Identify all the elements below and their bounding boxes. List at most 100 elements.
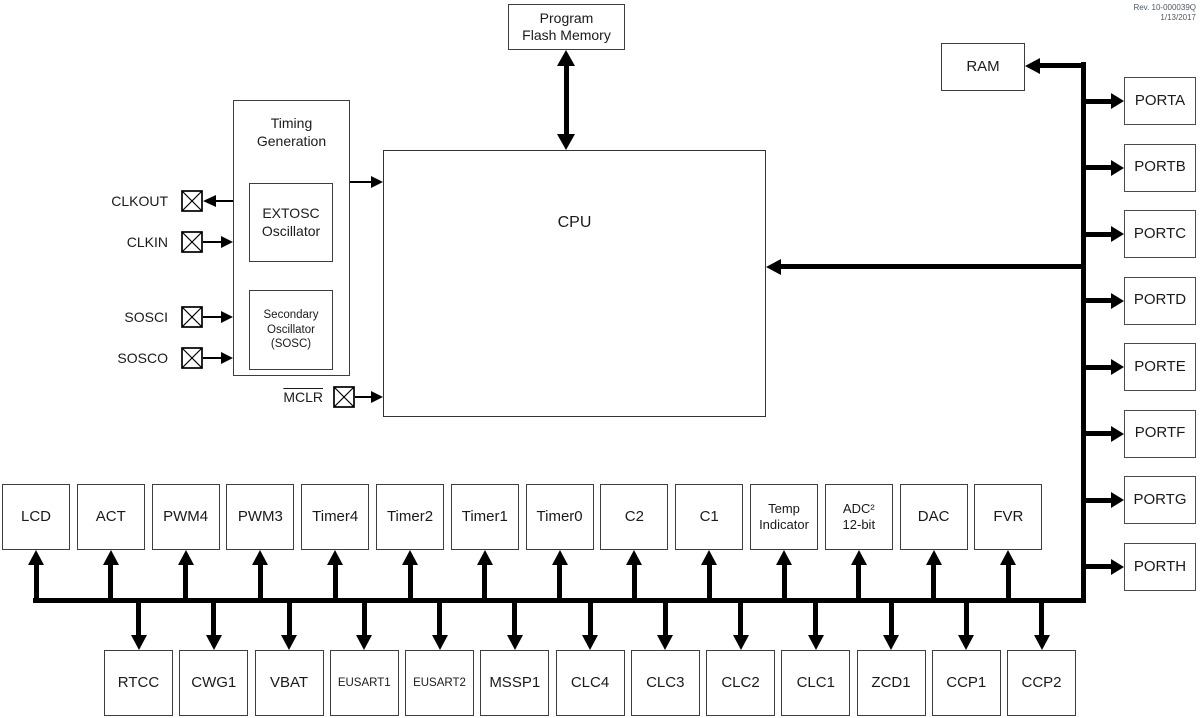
bus-arrowhead-up-lcd-icon: [28, 550, 44, 565]
clkout-pin-label: CLKOUT: [111, 193, 168, 209]
peripheral-box-c2: C2: [600, 484, 669, 550]
peripheral-box-act: ACT: [76, 484, 145, 550]
port-arrowhead-portc-icon: [1111, 226, 1124, 243]
port-arrow-stem-porth: [1086, 564, 1111, 570]
mclr-pin-label: MCLR: [283, 389, 323, 405]
bus-arrow-up-stem-lcd: [33, 564, 39, 598]
bus-arrowhead-down-clc4-icon: [582, 635, 598, 650]
bus-arrow-down-stem-vbat: [286, 603, 292, 636]
clkin-pin-icon: [181, 231, 203, 253]
sosco-arrowhead-icon: [221, 352, 233, 364]
bus-arrowhead-up-c2-icon: [626, 550, 643, 565]
flash-cpu-arrowhead-down-icon: [557, 134, 575, 150]
sosco-pin-icon: [181, 347, 203, 369]
cpu-label: CPU: [557, 214, 592, 231]
bus-arrow-up-stem-timer0: [557, 564, 563, 598]
mclr-arrowhead-icon: [371, 391, 383, 403]
port-arrowhead-portg-icon: [1111, 492, 1124, 509]
bus-arrow-down-stem-zcd1: [888, 603, 894, 636]
peripheral-box-timer4: Timer4: [301, 484, 370, 550]
peripheral-box-ccp2: CCP2: [1007, 650, 1076, 716]
port-arrowhead-portf-icon: [1111, 425, 1124, 442]
bus-arrowhead-up-timer0-icon: [551, 550, 568, 565]
bus-arrowhead-down-zcd1-icon: [883, 635, 899, 650]
bus-arrowhead-up-c1-icon: [701, 550, 718, 565]
bus-arrow-down-stem-mssp1: [512, 603, 518, 636]
flash-cpu-arrowhead-up-icon: [557, 50, 575, 66]
bus-arrow-up-stem-adc-12-bit: [856, 564, 862, 598]
secondary-oscillator-label: Secondary Oscillator (SOSC): [263, 309, 319, 351]
mclr-arrow-stem: [355, 396, 371, 398]
port-arrowhead-portd-icon: [1111, 292, 1124, 309]
bus-arrowhead-down-eusart2-icon: [431, 635, 448, 650]
bus-arrow-down-stem-ccp2: [1039, 603, 1044, 636]
bus-arrowhead-up-adc-12-bit-icon: [850, 550, 867, 565]
bus-arrow-up-stem-act: [108, 564, 114, 598]
bus-arrow-down-stem-clc3: [662, 603, 668, 636]
bus-arrow-down-stem-eusart2: [437, 603, 442, 636]
sosci-arrow-stem: [203, 316, 222, 318]
peripheral-box-lcd: LCD: [2, 484, 70, 550]
port-arrowhead-portb-icon: [1111, 159, 1124, 176]
port-arrow-stem-portd: [1086, 298, 1111, 304]
peripheral-box-timer0: Timer0: [525, 484, 594, 550]
mclr-pin-icon: [333, 386, 355, 408]
peripheral-box-eusart1: EUSART1: [329, 650, 399, 716]
extosc-oscillator-label: EXTOSC Oscillator: [261, 205, 321, 239]
peripheral-box-clc1: CLC1: [781, 650, 851, 716]
port-bus-vertical: [1081, 62, 1086, 603]
port-box-porta: PORTA: [1124, 77, 1196, 125]
bus-arrow-down-stem-cwg1: [211, 603, 217, 636]
sosci-pin-icon: [181, 306, 203, 328]
bus-arrowhead-up-fvr-icon: [1000, 550, 1017, 565]
peripheral-bus-horizontal: [33, 598, 1086, 603]
clkout-pin-icon: [181, 190, 203, 212]
bus-arrowhead-down-cwg1-icon: [205, 635, 222, 650]
revision-date: 1/13/2017: [1160, 12, 1196, 22]
port-arrow-stem-porte: [1086, 364, 1111, 370]
clkin-arrowhead-icon: [221, 236, 233, 248]
peripheral-box-c1: C1: [675, 484, 744, 550]
port-box-porte: PORTE: [1124, 343, 1196, 392]
bus-arrowhead-down-ccp2-icon: [1033, 635, 1050, 650]
port-arrowhead-porth-icon: [1111, 558, 1124, 575]
peripheral-box-rtcc: RTCC: [104, 650, 173, 716]
program-flash-memory-label: Program Flash Memory: [522, 9, 611, 44]
bus-arrow-up-stem-timer2: [407, 564, 413, 598]
cpu-box: CPU: [383, 150, 766, 417]
bus-arrow-up-stem-dac: [931, 564, 937, 598]
bus-arrow-down-stem-ccp1: [963, 603, 969, 636]
bus-arrowhead-up-timer2-icon: [402, 550, 418, 565]
peripheral-box-dac: DAC: [899, 484, 968, 550]
bus-arrowhead-down-clc3-icon: [657, 635, 674, 650]
ram-box: RAM: [941, 43, 1025, 91]
bus-arrowhead-up-timer1-icon: [476, 550, 493, 565]
peripheral-box-clc2: CLC2: [706, 650, 775, 716]
port-box-portf: PORTF: [1124, 409, 1196, 458]
bus-arrowhead-up-act-icon: [102, 550, 119, 565]
clkin-pin-label: CLKIN: [126, 234, 168, 250]
program-flash-memory-box: Program Flash Memory: [508, 4, 625, 50]
bus-arrow-down-stem-rtcc: [136, 603, 141, 636]
bus-arrowhead-down-eusart1-icon: [356, 635, 373, 650]
ram-arrowhead-icon: [1025, 57, 1040, 74]
peripheral-box-zcd1: ZCD1: [856, 650, 926, 716]
bus-arrowhead-down-vbat-icon: [281, 635, 297, 650]
bus-arrow-down-stem-clc1: [813, 603, 819, 636]
peripheral-box-fvr: FVR: [974, 484, 1043, 550]
revision-note: Rev. 10-000039Q 1/13/2017: [1133, 3, 1196, 22]
bus-arrowhead-up-pwm4-icon: [177, 550, 194, 565]
bus-cpu-arrowhead-icon: [766, 258, 781, 275]
peripheral-box-timer1: Timer1: [450, 484, 519, 550]
port-arrow-stem-portf: [1086, 431, 1111, 437]
bus-arrowhead-up-dac-icon: [925, 550, 942, 565]
bus-arrow-up-stem-pwm3: [257, 564, 263, 598]
bus-arrowhead-down-clc2-icon: [732, 635, 749, 650]
sosco-pin-label: SOSCO: [117, 350, 168, 366]
bus-arrowhead-down-rtcc-icon: [130, 635, 147, 650]
clkout-arrowhead-icon: [203, 195, 216, 207]
bus-arrow-up-stem-fvr: [1005, 564, 1011, 598]
bus-arrow-up-stem-temp-indicator: [781, 564, 787, 598]
timing-cpu-arrow-stem: [350, 181, 372, 183]
